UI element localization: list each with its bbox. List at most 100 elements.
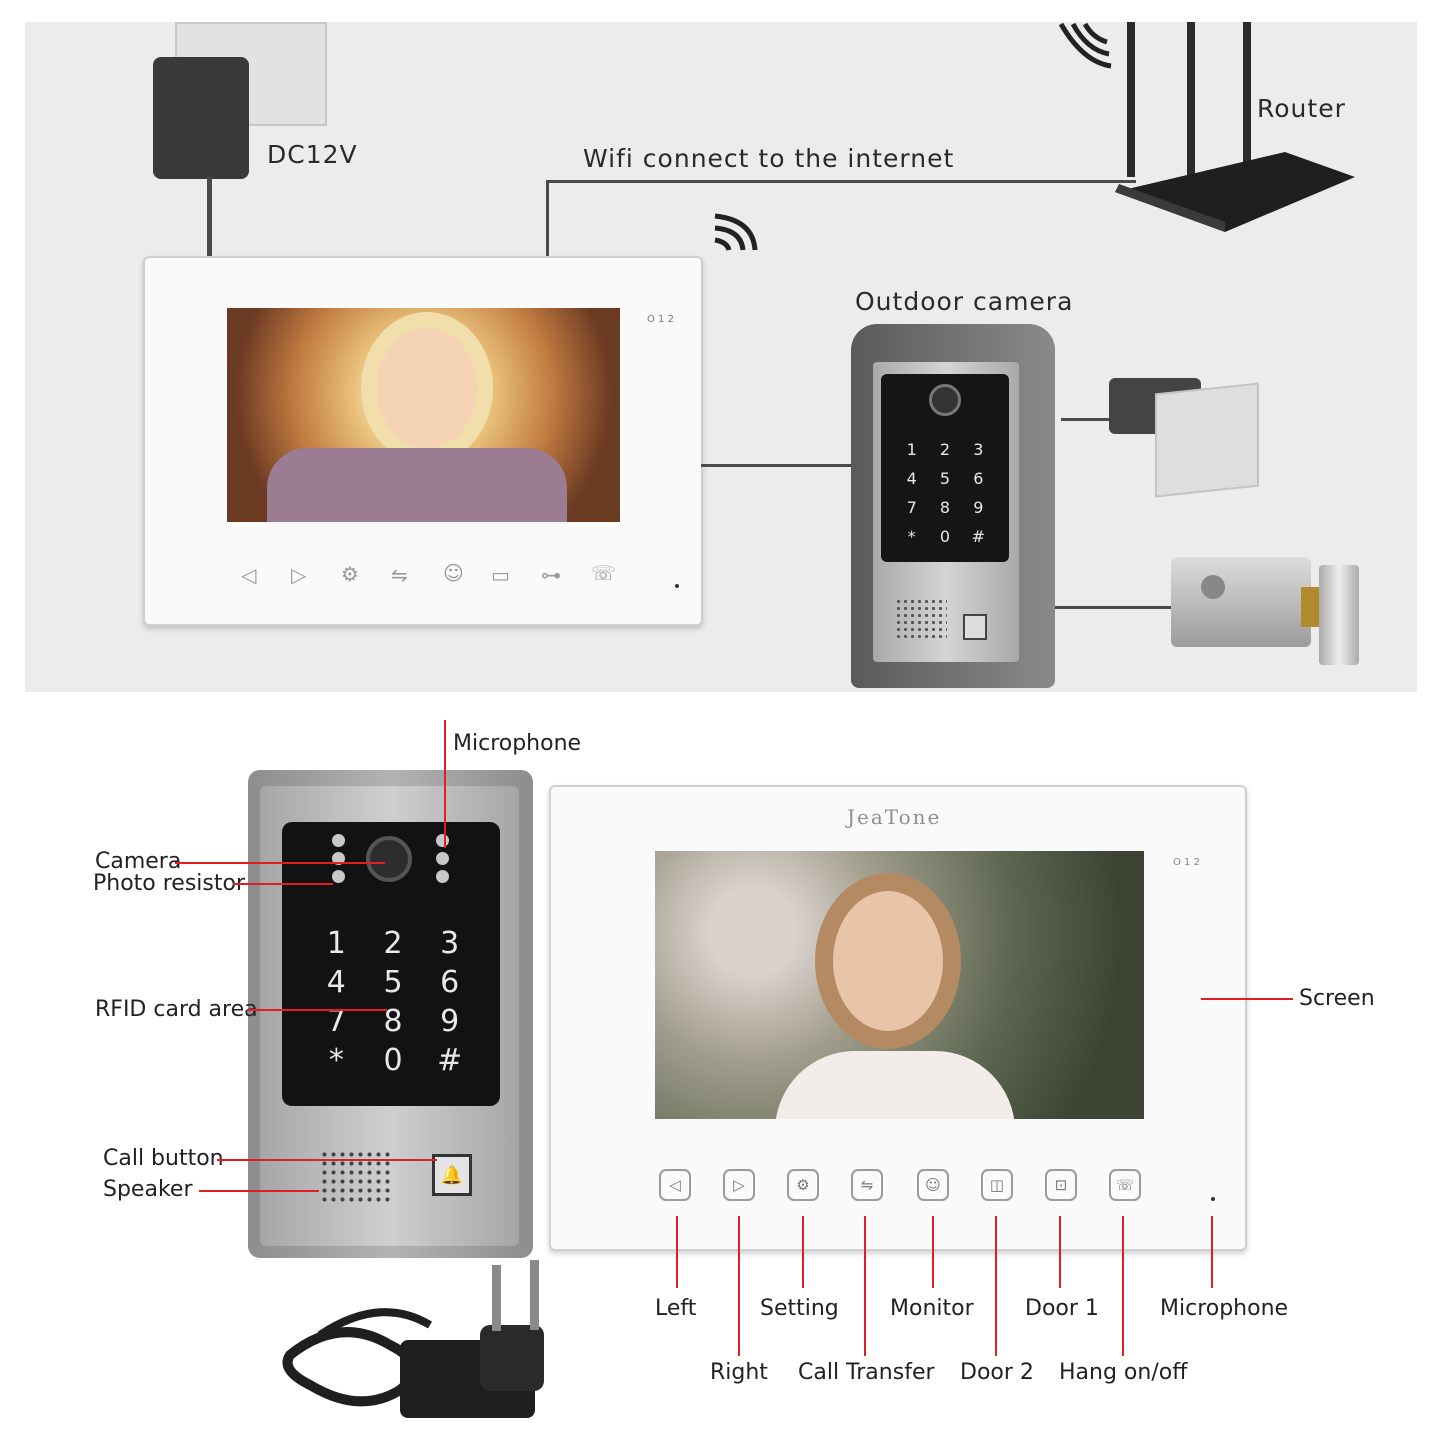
monitor-screen	[227, 308, 620, 522]
door-1-icon: ⊡	[1054, 1176, 1068, 1194]
key-6[interactable]: 6	[440, 965, 460, 1000]
key-3[interactable]: 3	[973, 440, 984, 459]
camera-power-line	[1061, 418, 1151, 421]
call-transfer-icon: ⇋	[860, 1176, 874, 1194]
key-2[interactable]: 2	[939, 440, 951, 459]
key-9[interactable]: 9	[440, 1004, 460, 1039]
microphone-top-label: Microphone	[453, 731, 582, 756]
door-2-button[interactable]: ◫	[981, 1169, 1013, 1201]
screen-scarf	[267, 448, 567, 522]
key-0[interactable]: 0	[383, 1043, 403, 1078]
key-5[interactable]: 5	[383, 965, 403, 1000]
router-icon	[1115, 22, 1355, 232]
right-button[interactable]: ▷	[723, 1169, 755, 1201]
screen-line	[1201, 998, 1293, 1000]
key-star[interactable]: *	[328, 1043, 344, 1078]
door-2-line	[995, 1216, 997, 1356]
camera-lock-line	[1055, 606, 1171, 609]
left-button[interactable]: ◁	[659, 1169, 691, 1201]
key-8[interactable]: 8	[383, 1004, 403, 1039]
rfid-line	[247, 1009, 387, 1011]
bell-icon: 🔔	[440, 1164, 464, 1186]
microphone-dot	[675, 584, 679, 588]
outdoor-keypad[interactable]: 1 2 3 4 5 6 7 8 9 * 0 #	[895, 440, 995, 546]
camera-lens	[929, 384, 961, 416]
setting-icon: ⚙	[796, 1176, 810, 1194]
jeatone-monitor: JeaTone O 1 2 ◁ ▷ ⚙ ⇋ ☺ ◫ ⊡ ☏	[549, 785, 1247, 1251]
setting-icon[interactable]: ⚙	[341, 562, 359, 586]
key-5[interactable]: 5	[939, 469, 951, 488]
key-4[interactable]: 4	[906, 469, 917, 488]
left-icon[interactable]: ◁	[241, 563, 257, 587]
brand-logo: JeaTone	[847, 805, 942, 829]
call-button[interactable]: 🔔	[432, 1154, 472, 1196]
hang-button[interactable]: ☏	[1109, 1169, 1141, 1201]
call-transfer-label: Call Transfer	[798, 1360, 935, 1385]
microphone-bottom-line	[1211, 1216, 1213, 1288]
door-1-line	[1059, 1216, 1061, 1288]
key-7[interactable]: 7	[906, 498, 917, 517]
door-keypad[interactable]: 1 2 3 4 5 6 7 8 9 * 0 #	[308, 926, 478, 1078]
key-6[interactable]: 6	[973, 469, 984, 488]
call-transfer-button[interactable]: ⇋	[851, 1169, 883, 1201]
power-adapter-image	[282, 1260, 544, 1418]
key-7[interactable]: 7	[326, 1004, 346, 1039]
door-2-icon[interactable]: ▭	[491, 563, 510, 587]
key-3[interactable]: 3	[440, 926, 460, 961]
router-label: Router	[1257, 94, 1346, 123]
key-hash[interactable]: #	[971, 527, 986, 546]
hang-label: Hang on/off	[1059, 1360, 1188, 1385]
outdoor-camera-label: Outdoor camera	[855, 287, 1074, 316]
led-right-3	[436, 870, 449, 883]
key-0[interactable]: 0	[939, 527, 951, 546]
outdoor-station: 1 2 3 4 5 6 7 8 9 * 0 # 🔔	[248, 770, 533, 1258]
right-icon[interactable]: ▷	[291, 563, 307, 587]
product-parts-diagram: 1 2 3 4 5 6 7 8 9 * 0 # 🔔 Micr	[25, 715, 1417, 1420]
outdoor-camera-plate: 1 2 3 4 5 6 7 8 9 * 0 #	[873, 362, 1019, 662]
rfid-label: RFID card area	[95, 997, 258, 1022]
power-cable	[207, 177, 212, 257]
key-hash[interactable]: #	[437, 1043, 463, 1078]
wifi-line-vertical	[546, 180, 549, 258]
call-button-label: Call button	[103, 1146, 224, 1171]
led-right-1	[436, 834, 449, 847]
microphone-top-line	[444, 720, 446, 848]
camera-lens	[366, 836, 412, 882]
call-transfer-icon[interactable]: ⇋	[391, 563, 408, 587]
key-9[interactable]: 9	[973, 498, 984, 517]
door-1-icon[interactable]: ⊶	[541, 563, 561, 587]
speaker-label: Speaker	[103, 1177, 193, 1202]
camera-wall-outlet	[1155, 382, 1259, 498]
call-transfer-line	[864, 1216, 866, 1356]
wifi-label: Wifi connect to the internet	[583, 144, 955, 173]
key-2[interactable]: 2	[383, 926, 403, 961]
right-label: Right	[710, 1360, 768, 1385]
setting-line	[802, 1216, 804, 1288]
call-button-icon[interactable]	[963, 614, 987, 640]
hang-line	[1122, 1216, 1124, 1356]
hang-icon[interactable]: ☏	[591, 561, 617, 585]
monitor-screen	[655, 851, 1144, 1119]
key-8[interactable]: 8	[939, 498, 951, 517]
photo-resistor-line	[233, 883, 333, 885]
key-1[interactable]: 1	[906, 440, 917, 459]
left-icon: ◁	[669, 1176, 681, 1194]
speaker-grille	[895, 598, 947, 638]
door-1-label: Door 1	[1025, 1296, 1099, 1321]
door-1-button[interactable]: ⊡	[1045, 1169, 1077, 1201]
led-left-2	[332, 852, 345, 865]
monitor-button[interactable]: ☺	[917, 1169, 949, 1201]
monitor-wifi-icon	[714, 213, 758, 251]
lock-strike-plate	[1319, 565, 1359, 665]
monitor-icon[interactable]: ☺	[443, 561, 464, 585]
key-4[interactable]: 4	[326, 965, 346, 1000]
key-star[interactable]: *	[907, 527, 916, 546]
setting-button[interactable]: ⚙	[787, 1169, 819, 1201]
outdoor-station-face: 1 2 3 4 5 6 7 8 9 * 0 # 🔔	[260, 786, 519, 1246]
left-label: Left	[655, 1296, 697, 1321]
power-label: DC12V	[267, 140, 358, 169]
speaker-line	[199, 1190, 319, 1192]
screen-shoulders	[775, 1051, 1015, 1119]
key-1[interactable]: 1	[326, 926, 346, 961]
keypad-panel: 1 2 3 4 5 6 7 8 9 * 0 #	[282, 822, 500, 1106]
